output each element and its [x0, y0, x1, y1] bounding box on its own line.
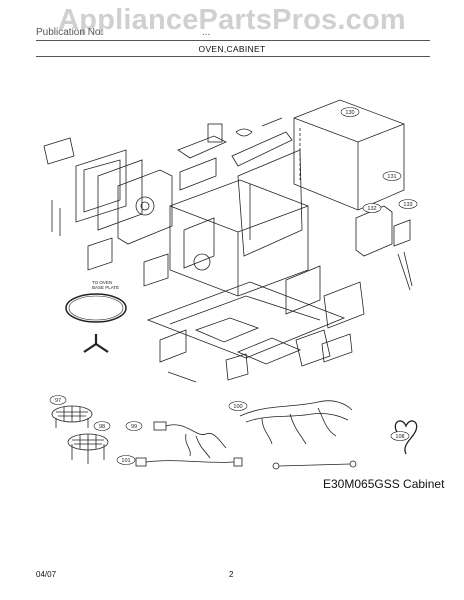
diagram-caption: E30M065GSS Cabinet	[323, 477, 445, 491]
svg-text:132: 132	[367, 206, 376, 212]
wire-harness-99	[153, 421, 227, 459]
svg-text:99: 99	[131, 424, 137, 430]
callout-130: 130	[340, 107, 360, 117]
svg-text:98: 98	[99, 424, 105, 430]
watermark: AppliancePartsPros.com	[58, 4, 406, 36]
svg-text:108: 108	[395, 434, 404, 440]
door-panel	[75, 149, 143, 231]
oven-cavity	[169, 179, 309, 297]
upper-components	[177, 117, 283, 191]
base-plate	[146, 281, 346, 365]
svg-text:133: 133	[403, 202, 412, 208]
callout-132: 132	[362, 203, 382, 213]
svg-text:100: 100	[233, 404, 242, 410]
footer-page-number: 2	[229, 570, 234, 579]
publication-label: Publication No:	[36, 27, 104, 38]
svg-text:131: 131	[387, 174, 396, 180]
turntable-coupler	[83, 334, 109, 353]
callout-98: 98	[93, 421, 111, 431]
svg-text:130: 130	[345, 110, 354, 116]
control-assembly	[117, 169, 173, 245]
svg-text:101: 101	[121, 458, 130, 464]
power-cord-101	[135, 457, 243, 467]
ground-wire	[272, 460, 357, 470]
wire-harness-100	[239, 400, 353, 445]
left-fixtures	[43, 137, 169, 287]
callout-133: 133	[398, 199, 418, 209]
header-rule-top	[36, 40, 430, 41]
footer-date: 04/07	[36, 570, 57, 579]
callout-108: 108	[390, 431, 410, 441]
rack-97	[51, 405, 93, 428]
note-line-2: BASE PLATE	[92, 285, 119, 290]
publication-value: ...	[202, 27, 211, 38]
section-title: OVEN,CABINET	[198, 44, 266, 54]
rack-98	[67, 433, 109, 464]
callout-100: 100	[228, 401, 248, 411]
callout-101: 101	[116, 455, 136, 465]
callout-131: 131	[382, 171, 402, 181]
front-trim	[231, 131, 303, 257]
callout-99: 99	[125, 421, 143, 431]
note-line-1: TO OVEN	[92, 280, 112, 285]
svg-text:97: 97	[55, 398, 61, 404]
lower-small-parts	[159, 329, 353, 383]
header-rule-bottom	[36, 56, 430, 57]
right-components	[285, 205, 413, 329]
callout-97: 97	[49, 395, 67, 405]
turntable-ring	[65, 293, 127, 323]
clip-108	[394, 420, 418, 455]
